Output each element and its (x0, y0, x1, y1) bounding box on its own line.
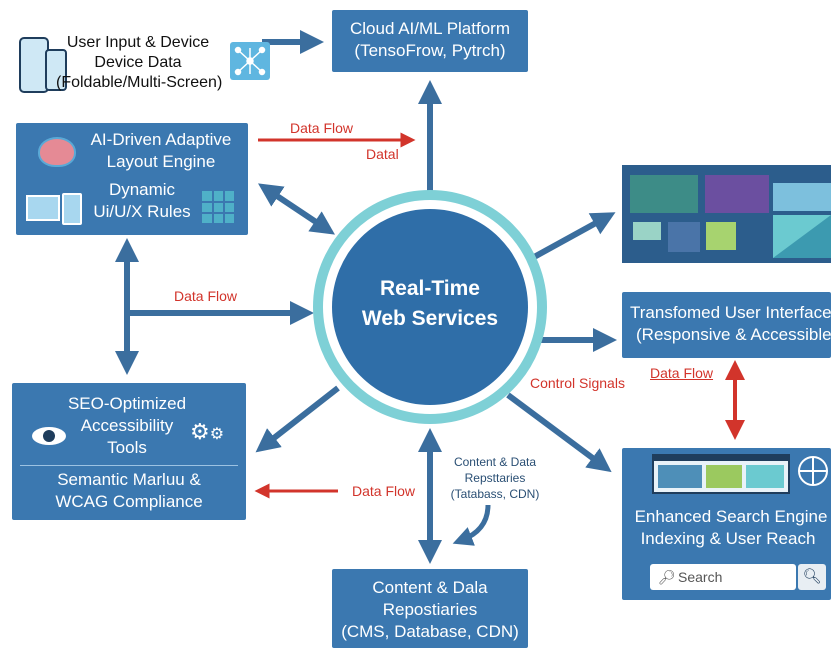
phone-tablet-icon (19, 37, 67, 93)
eye-icon (32, 427, 66, 445)
top-data-label: Datal (366, 146, 399, 162)
arrow-engine-center (258, 183, 335, 235)
ai-engine-sub-2: Ui/U/X Rules (93, 202, 191, 221)
seo-sub-2: WCAG Compliance (55, 492, 203, 511)
content-repositories-box: Content & Dala Repostiaries (CMS, Databa… (332, 569, 528, 648)
search-icon[interactable]: 🔍︎ (798, 564, 826, 590)
seo-line-3: Tools (107, 438, 147, 457)
ai-engine-sub-1: Dynamic (108, 180, 176, 199)
center-title: Real-Time Web Services (340, 274, 520, 334)
ai-engine-box: AI-Driven Adaptive Layout Engine Dynamic… (16, 123, 248, 235)
search-input-icon: 🔎︎ (658, 569, 676, 585)
content-note: Content & Data Repsttaries (Tatabass, CD… (440, 454, 550, 502)
devices-icon-tablet (62, 193, 82, 225)
content-line-1: Content & Dala (372, 578, 488, 597)
search-line-1: Enhanced Search Engine (634, 507, 828, 526)
seo-line-1: SEO-Optimized (67, 394, 187, 413)
seo-sub-1: Semantic Marluu & (57, 470, 201, 489)
network-grid-icon (230, 42, 270, 80)
search-input[interactable]: 🔎︎ Search (650, 564, 796, 590)
browser-icon (652, 454, 790, 494)
arrow-center-to-monitor (523, 212, 616, 265)
brain-icon (38, 137, 76, 167)
curved-arrow-note (452, 504, 491, 546)
grid-layout-icon (202, 191, 234, 223)
user-input-line-1: User Input & Device (66, 34, 210, 51)
bottom-data-flow-label: Data Flow (352, 483, 416, 499)
user-input-line-3: (Foldable/Multi-Screen) (56, 74, 223, 91)
search-placeholder: Search (678, 569, 723, 585)
search-line-2: Indexing & User Reach (640, 529, 816, 548)
cloud-title: Cloud AI/ML Platform (350, 19, 510, 38)
seo-divider (20, 465, 238, 466)
search-engine-box: Enhanced Search Engine Indexing & User R… (622, 448, 831, 600)
center-line-1: Real-Time (380, 277, 480, 300)
arrow-center-to-seo (255, 385, 340, 453)
ai-engine-line-2: Layout Engine (106, 152, 216, 171)
gears-icon: ⚙⚙ (190, 419, 225, 444)
control-signals-label: Control Signals (530, 375, 625, 391)
transformed-line-1: Transfomed User Interfaces (630, 303, 831, 322)
cloud-subtitle: (TensoFrow, Pytrch) (354, 41, 506, 60)
seo-tools-box: SEO-Optimized Accessibility Tools ⚙⚙ Sem… (12, 383, 246, 520)
content-note-line-1: Content & Data (453, 455, 537, 469)
seo-line-2: Accessibility (80, 416, 174, 435)
content-note-line-3: (Tatabass, CDN) (450, 487, 540, 501)
left-data-flow-label: Data Flow (174, 288, 238, 304)
center-circle (332, 209, 528, 405)
right-data-flow-label: Data Flow (650, 365, 714, 381)
top-data-flow-label: Data Flow (290, 120, 354, 136)
user-input-line-2: Device Data (94, 54, 182, 71)
user-input-label: User Input & Device Device Data (Foldabl… (56, 33, 223, 93)
content-line-3: (CMS, Database, CDN) (341, 622, 519, 641)
center-line-2: Web Services (361, 307, 499, 330)
transformed-ui-box: Transfomed User Interfaces (Responsive &… (622, 292, 831, 358)
transformed-line-2: (Responsive & Accessible) (636, 325, 831, 344)
globe-icon (798, 456, 828, 486)
ui-mockup-icon (622, 165, 831, 263)
ai-engine-line-1: AI-Driven Adaptive (90, 130, 232, 149)
content-note-line-2: Repsttaries (464, 471, 526, 485)
devices-icon (26, 195, 60, 221)
cloud-platform-box: Cloud AI/ML Platform (TensoFrow, Pytrch) (332, 10, 528, 72)
content-line-2: Repostiaries (382, 600, 478, 619)
arrow-center-to-search (506, 392, 612, 473)
